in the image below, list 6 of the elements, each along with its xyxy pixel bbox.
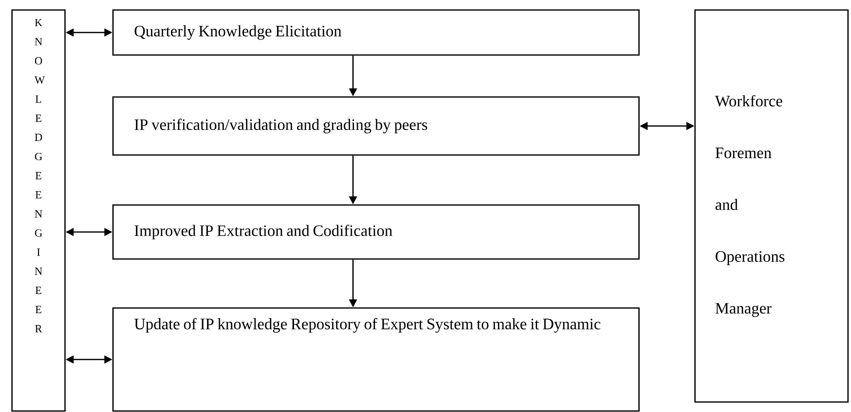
process-box: Improved IP Extraction and Codification bbox=[112, 204, 640, 260]
process-box: Quarterly Knowledge Elicitation bbox=[112, 9, 640, 56]
role-column: KNOWLEDGE ENGINEER bbox=[11, 9, 66, 412]
role-box: Workforce Foremen and Operations Manager bbox=[694, 9, 849, 403]
process-box: Update of IP knowledge Repository of Expert System to make it Dynamic bbox=[112, 307, 640, 412]
process-box: IP verification/validation and grading by peers bbox=[112, 96, 640, 156]
